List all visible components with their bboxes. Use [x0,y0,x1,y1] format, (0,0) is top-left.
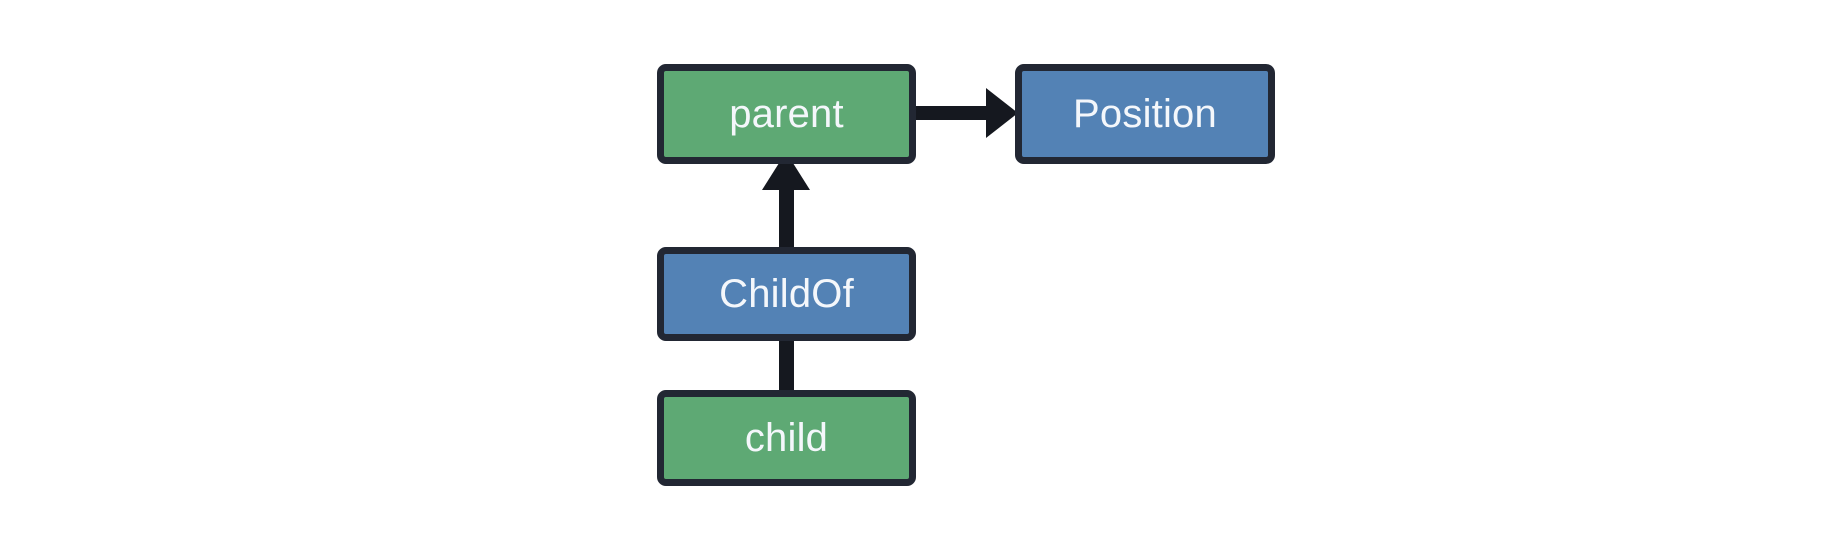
node-child-label: child [744,416,829,460]
node-position-label: Position [1073,92,1217,136]
edge-childof-to-parent [762,152,810,250]
node-position[interactable]: Position [1015,64,1275,164]
node-parent[interactable]: parent [657,64,916,164]
edge-parent-to-position [915,88,1018,138]
node-parent-label: parent [729,92,844,136]
edge-child-to-childof [779,336,794,394]
node-childof[interactable]: ChildOf [657,247,916,341]
node-child[interactable]: child [657,390,916,486]
node-childof-label: ChildOf [719,272,854,316]
